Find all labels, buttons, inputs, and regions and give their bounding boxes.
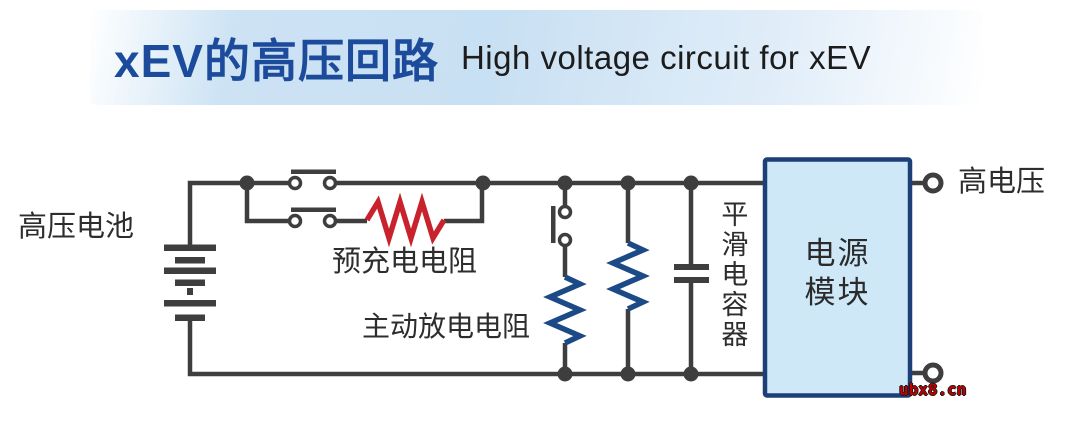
- precharge-resistor-icon: [364, 192, 447, 248]
- main-contactor-icon: [287, 169, 338, 191]
- watermark: ubx8.cn: [899, 380, 967, 399]
- page-title-chinese: xEV的高压回路: [114, 34, 439, 87]
- power-module-label-line1: 电源: [804, 236, 871, 271]
- output-terminal-icons: [922, 172, 944, 384]
- smoothing-capacitor-label: 平滑电容器: [717, 200, 748, 350]
- wire-battery-top: [187, 180, 247, 245]
- discharge-resistor-label: 主动放电电阻: [362, 311, 531, 342]
- battery-icon: [164, 244, 216, 321]
- discharge-resistor-icon: [543, 274, 587, 346]
- power-module-label: 电源 模块: [765, 234, 910, 312]
- capacitor-icon: [674, 264, 709, 283]
- high-voltage-output-label: 高电压: [958, 166, 1046, 198]
- wire-precharge-1: [244, 183, 290, 224]
- wire-bottom-rail: [187, 321, 765, 377]
- discharge-switch-icon: [551, 204, 573, 248]
- page-title-english: High voltage circuit for xEV: [460, 38, 872, 76]
- junction-dots: [239, 175, 699, 382]
- precharge-resistor-label: 预充电电阻: [332, 246, 478, 278]
- title-banner: xEV的高压回路 High voltage circuit for xEV: [90, 10, 983, 105]
- wire-precharge-3: [444, 186, 485, 224]
- precharge-contactor-icon: [287, 207, 338, 229]
- battery-label: 高压电池: [18, 211, 135, 243]
- vertical-resistor-icon: [606, 240, 650, 312]
- power-module-label-line2: 模块: [804, 275, 871, 310]
- power-module-box: [762, 157, 913, 398]
